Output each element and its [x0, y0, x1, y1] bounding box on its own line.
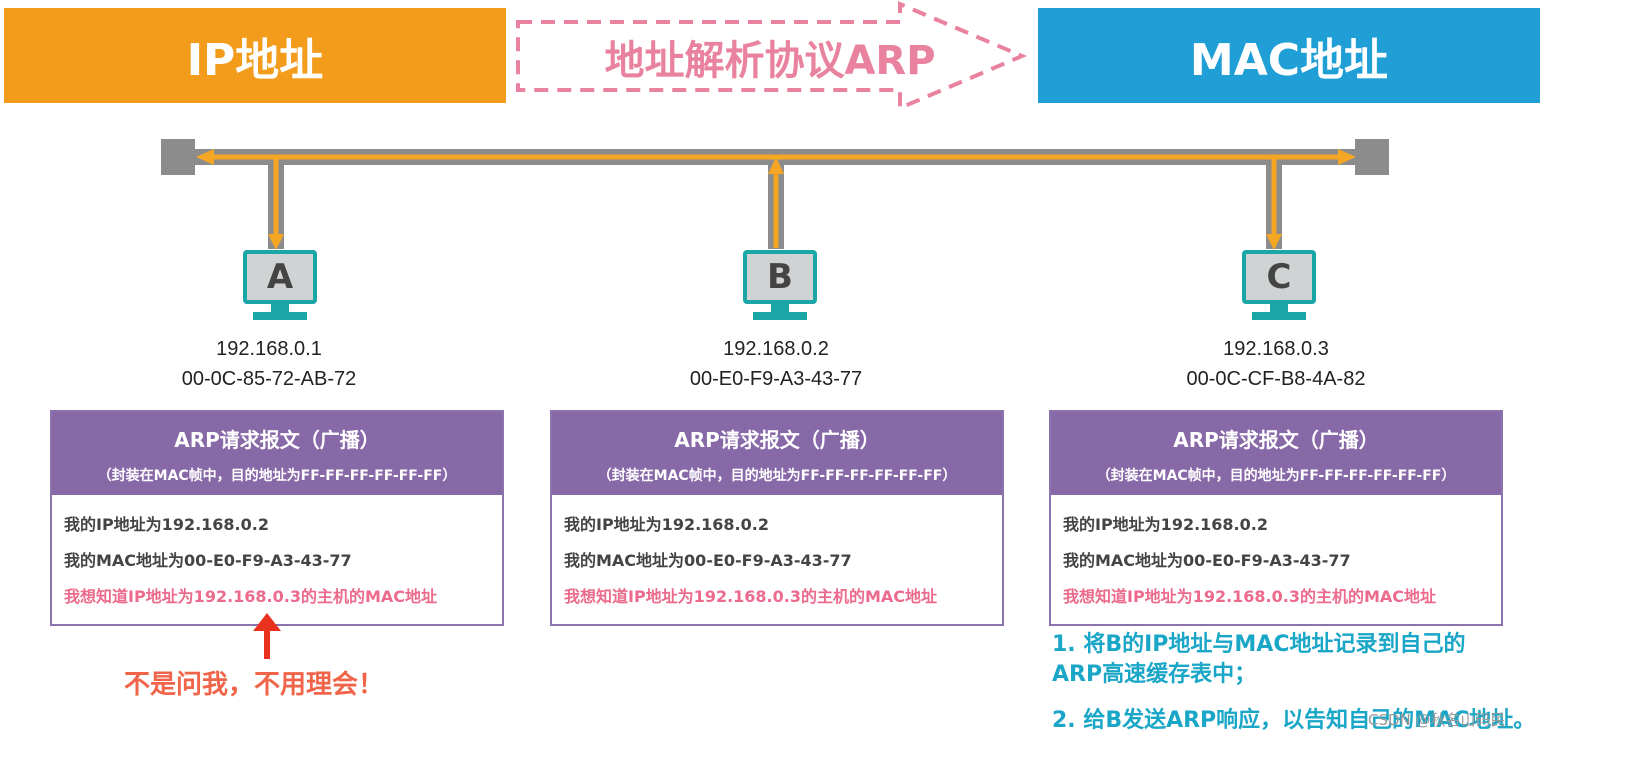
host-a-mac: 00-0C-85-72-AB-72: [181, 368, 357, 390]
broadcast-arrow-right: [1338, 149, 1356, 165]
arp-sender-ip: 我的IP地址为192.168.0.2: [564, 515, 769, 534]
arp-request-box-a: ARP请求报文（广播） （封装在MAC帧中，目的地址为FF-FF-FF-FF-F…: [50, 410, 504, 626]
mac-address-banner: MAC地址: [1038, 8, 1540, 103]
signal-arrow-down-a: [268, 234, 284, 250]
arp-sender-mac: 我的MAC地址为00-E0-F9-A3-43-77: [564, 551, 852, 570]
arp-sender-mac: 我的MAC地址为00-E0-F9-A3-43-77: [1063, 551, 1351, 570]
arp-request-box-b: ARP请求报文（广播） （封装在MAC帧中，目的地址为FF-FF-FF-FF-F…: [550, 410, 1004, 626]
watermark: CSDN @秋名山码民: [1368, 711, 1506, 729]
host-a-ip: 192.168.0.1: [216, 338, 322, 360]
host-b-label: B: [767, 257, 793, 297]
host-b-ip: 192.168.0.2: [723, 338, 829, 360]
arp-sender-mac: 我的MAC地址为00-E0-F9-A3-43-77: [64, 551, 352, 570]
arp-box-subtitle: （封装在MAC帧中，目的地址为FF-FF-FF-FF-FF-FF）: [97, 468, 457, 484]
arp-target-query: 我想知道IP地址为192.168.0.3的主机的MAC地址: [564, 587, 938, 606]
arp-target-query: 我想知道IP地址为192.168.0.3的主机的MAC地址: [64, 587, 438, 606]
computer-icon: B: [743, 250, 817, 304]
mac-address-banner-label: MAC地址: [1189, 34, 1389, 86]
arp-box-header: ARP请求报文（广播） （封装在MAC帧中，目的地址为FF-FF-FF-FF-F…: [52, 412, 502, 495]
host-c-mac: 00-0C-CF-B8-4A-82: [1186, 368, 1366, 390]
arp-box-subtitle: （封装在MAC帧中，目的地址为FF-FF-FF-FF-FF-FF）: [1096, 468, 1456, 484]
arp-box-title: ARP请求报文（广播）: [1173, 428, 1379, 452]
host-a-label: A: [266, 257, 294, 297]
host-c-note-line-2: ARP高速缓存表中；: [1052, 662, 1257, 687]
host-c-ip: 192.168.0.3: [1223, 338, 1329, 360]
host-c-action-note-2: 2. 给B发送ARP响应，以告知自己的MAC地址。: [1052, 706, 1642, 736]
arp-box-header: ARP请求报文（广播） （封装在MAC帧中，目的地址为FF-FF-FF-FF-F…: [1051, 412, 1501, 495]
arp-box-subtitle: （封装在MAC帧中，目的地址为FF-FF-FF-FF-FF-FF）: [597, 468, 957, 484]
host-c-note-line-3: 2. 给B发送ARP响应，以告知自己的MAC地址。: [1052, 708, 1536, 733]
ip-address-banner-label: IP地址: [186, 34, 324, 86]
host-c-label: C: [1266, 257, 1292, 297]
arp-protocol-label: 地址解析协议ARP: [604, 38, 936, 84]
computer-icon: A: [243, 250, 317, 304]
host-c-action-note-1: 1. 将B的IP地址与MAC地址记录到自己的 ARP高速缓存表中；: [1052, 630, 1642, 690]
arp-sender-ip: 我的IP地址为192.168.0.2: [1063, 515, 1268, 534]
bus-terminator-left: [161, 139, 195, 175]
broadcast-arrow-left: [196, 149, 214, 165]
host-a-ignore-note: 不是问我，不用理会！: [124, 670, 385, 700]
signal-arrow-up-b: [768, 157, 784, 174]
arp-sender-ip: 我的IP地址为192.168.0.2: [64, 515, 269, 534]
signal-arrow-down-c: [1266, 234, 1282, 250]
host-b-addresses: 192.168.0.2 00-E0-F9-A3-43-77: [646, 334, 906, 394]
host-b-mac: 00-E0-F9-A3-43-77: [689, 368, 863, 390]
arp-box-title: ARP请求报文（广播）: [674, 428, 880, 452]
computer-icon: C: [1242, 250, 1316, 304]
arp-request-box-c: ARP请求报文（广播） （封装在MAC帧中，目的地址为FF-FF-FF-FF-F…: [1049, 410, 1503, 626]
arp-dashed-arrow: [516, 0, 1028, 112]
red-up-arrow-icon: [253, 613, 281, 659]
host-a-addresses: 192.168.0.1 00-0C-85-72-AB-72: [139, 334, 399, 394]
host-c-note-line-1: 1. 将B的IP地址与MAC地址记录到自己的: [1052, 632, 1466, 657]
arp-box-title: ARP请求报文（广播）: [174, 428, 380, 452]
host-c-addresses: 192.168.0.3 00-0C-CF-B8-4A-82: [1146, 334, 1406, 394]
ip-address-banner: IP地址: [4, 8, 506, 103]
arp-box-header: ARP请求报文（广播） （封装在MAC帧中，目的地址为FF-FF-FF-FF-F…: [552, 412, 1002, 495]
bus-terminator-right: [1355, 139, 1389, 175]
arp-target-query: 我想知道IP地址为192.168.0.3的主机的MAC地址: [1063, 587, 1437, 606]
